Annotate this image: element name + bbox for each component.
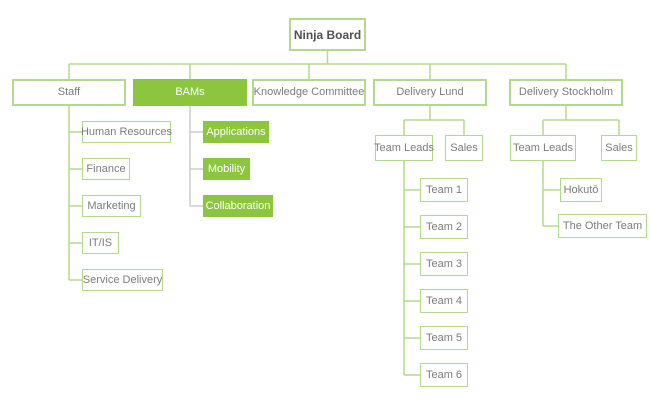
node-knowledge-committee[interactable]: Knowledge Committee: [252, 79, 366, 106]
node-finance[interactable]: Finance: [82, 158, 130, 180]
connector-bams-children: [189, 106, 203, 207]
node-team-5[interactable]: Team 5: [420, 326, 468, 350]
node-team-1[interactable]: Team 1: [420, 178, 468, 202]
node-team-leads-lund[interactable]: Team Leads: [374, 135, 434, 161]
node-human-resources[interactable]: Human Resources: [81, 121, 172, 143]
node-applications[interactable]: Applications: [203, 121, 269, 143]
connector-delivery-lund-children: [403, 106, 465, 135]
node-hokuto[interactable]: Hokutō: [560, 178, 602, 202]
connector-team-leads-lund-children: [403, 161, 420, 376]
node-delivery-stockholm[interactable]: Delivery Stockholm: [509, 79, 623, 106]
node-team-4[interactable]: Team 4: [420, 289, 468, 313]
connector-root-to-level2: [68, 51, 567, 79]
node-service-delivery[interactable]: Service Delivery: [82, 269, 163, 291]
node-delivery-lund[interactable]: Delivery Lund: [373, 79, 487, 106]
node-bams[interactable]: BAMs: [133, 79, 247, 106]
node-sales-lund[interactable]: Sales: [445, 135, 483, 161]
node-team-2[interactable]: Team 2: [420, 215, 468, 239]
node-mobility[interactable]: Mobility: [203, 158, 250, 180]
node-marketing[interactable]: Marketing: [82, 195, 141, 217]
node-collaboration[interactable]: Collaboration: [203, 195, 273, 217]
connector-staff-children: [68, 106, 82, 281]
node-staff[interactable]: Staff: [12, 79, 126, 106]
node-ninja-board[interactable]: Ninja Board: [289, 18, 366, 51]
node-sales-stockholm[interactable]: Sales: [601, 135, 637, 161]
connector-team-leads-stockholm-children: [542, 161, 560, 227]
node-the-other-team[interactable]: The Other Team: [558, 214, 647, 238]
node-team-6[interactable]: Team 6: [420, 363, 468, 387]
connector-delivery-stockholm-children: [542, 106, 620, 135]
node-team-3[interactable]: Team 3: [420, 252, 468, 276]
node-team-leads-stockholm[interactable]: Team Leads: [510, 135, 576, 161]
node-it-is[interactable]: IT/IS: [82, 232, 119, 254]
